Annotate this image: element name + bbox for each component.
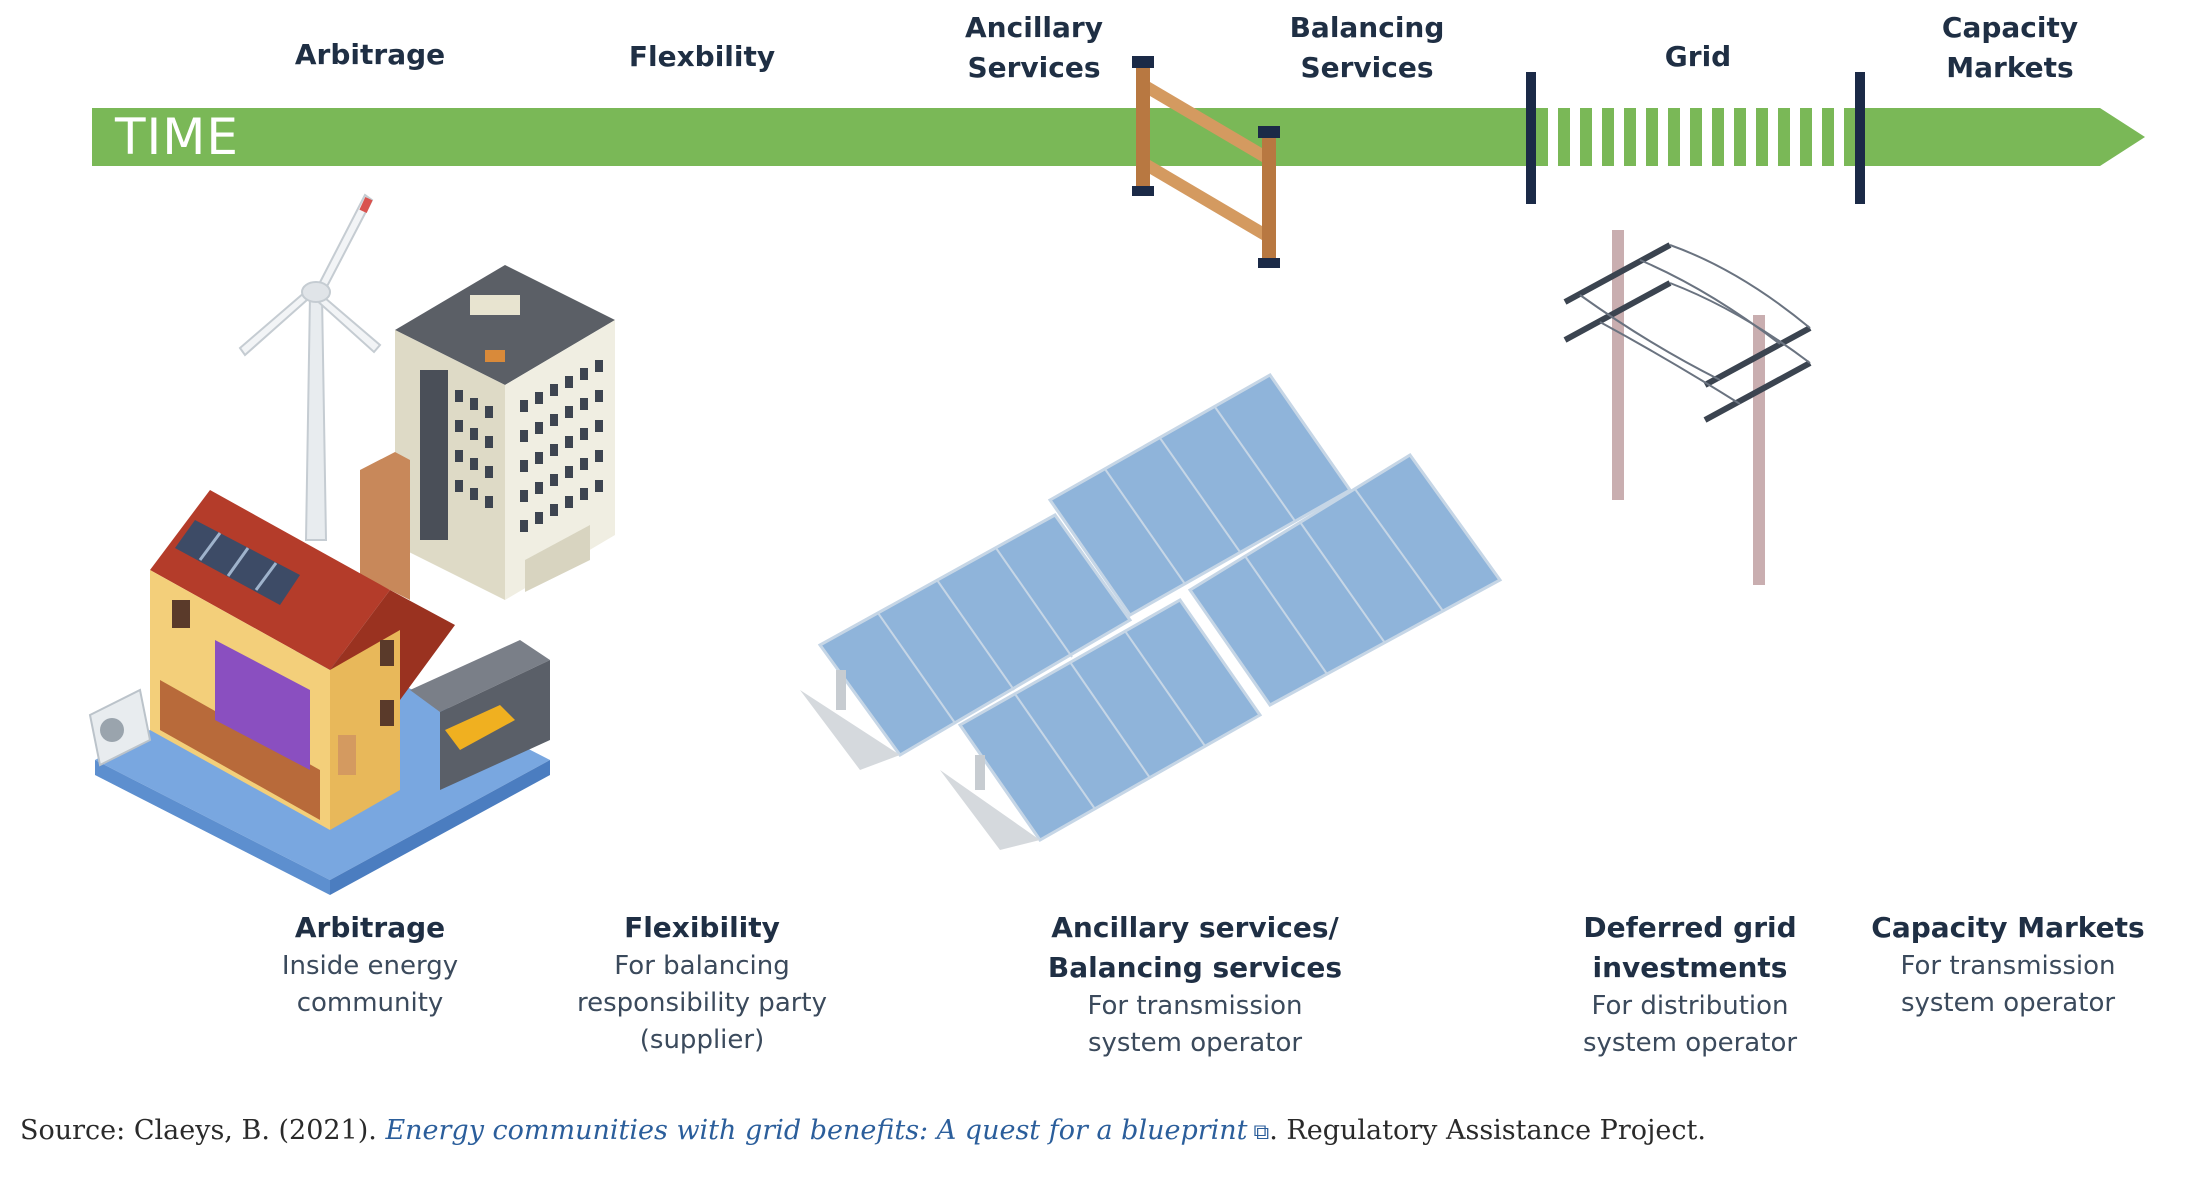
desc-subtitle: For balancing responsibility party (supp… [576, 951, 828, 1055]
timeline-label: TIME [115, 108, 240, 166]
fence-icon [1132, 56, 1280, 268]
source-link[interactable]: Energy communities with grid benefits: A… [385, 1115, 1248, 1146]
desc-subtitle: For distribution system operator [1582, 991, 1798, 1058]
office-building-icon [360, 265, 615, 600]
wind-turbine-icon [238, 193, 382, 541]
top-label-capacity: Capacity Markets [1941, 11, 2079, 84]
top-label-balancing: Balancing Services [1289, 11, 1445, 84]
desc-capacity-markets: Capacity Markets For transmission system… [1848, 908, 2168, 1022]
external-link-icon[interactable]: ⧉ [1253, 1120, 1270, 1145]
grid-dash-segment [1540, 108, 1850, 166]
source-prefix: Source: Claeys, B. (2021). [20, 1115, 386, 1146]
desc-subtitle: For transmission system operator [1900, 951, 2116, 1018]
desc-title: Deferred grid investments [1583, 911, 1797, 984]
source-suffix: . Regulatory Assistance Project. [1269, 1115, 1706, 1146]
desc-title: Ancillary services/ Balancing services [1047, 911, 1343, 984]
desc-subtitle: Inside energy community [281, 951, 459, 1018]
grid-marker-right [1855, 72, 1865, 204]
top-label-grid: Grid [1664, 40, 1732, 73]
desc-title: Arbitrage [294, 911, 446, 944]
desc-flexibility: Flexibility For balancing responsibility… [552, 908, 852, 1059]
solar-panel-icon [800, 373, 1503, 850]
source-citation: Source: Claeys, B. (2021). Energy commun… [20, 1115, 1706, 1146]
house-icon [88, 490, 550, 895]
top-label-ancillary: Ancillary Services [965, 11, 1103, 84]
grid-marker-left [1526, 72, 1536, 204]
desc-arbitrage: Arbitrage Inside energy community [220, 908, 520, 1022]
power-pole-icon [1563, 230, 1812, 585]
desc-title: Capacity Markets [1871, 911, 2145, 944]
desc-title: Flexibility [624, 911, 780, 944]
desc-subtitle: For transmission system operator [1087, 991, 1303, 1058]
desc-deferred-grid: Deferred grid investments For distributi… [1540, 908, 1840, 1062]
top-label-arbitrage: Arbitrage [294, 38, 446, 71]
top-label-flexibility: Flexbility [628, 40, 776, 73]
desc-ancillary-balancing: Ancillary services/ Balancing services F… [1045, 908, 1345, 1062]
